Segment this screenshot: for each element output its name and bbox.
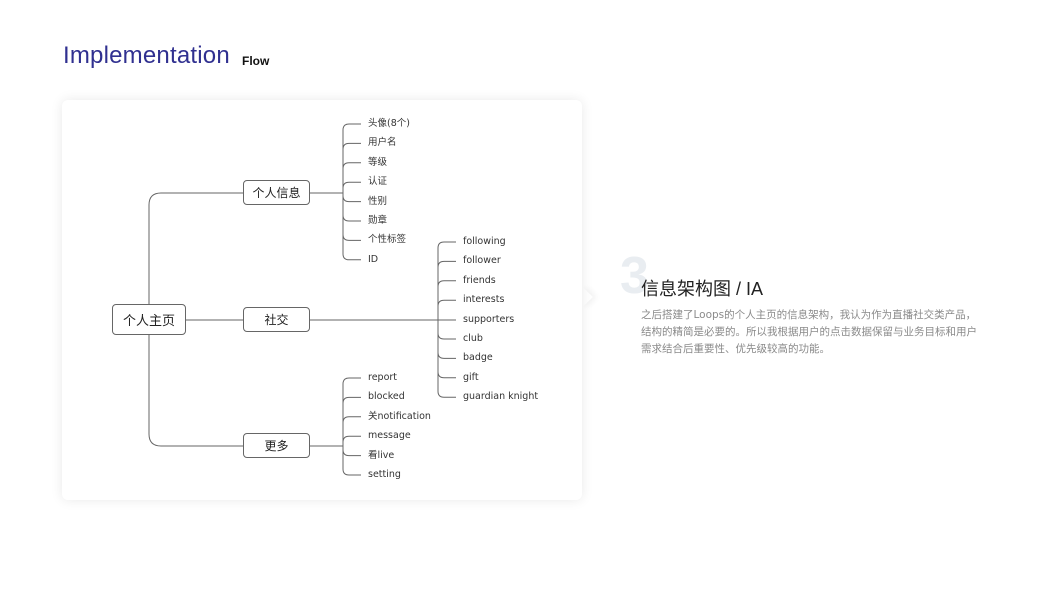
leaf-node: 个性标签: [368, 234, 407, 246]
leaf-node: friends: [463, 274, 496, 286]
connector-leaf: [437, 320, 456, 398]
connector-leaf: [342, 377, 361, 446]
root-node: 个人主页: [112, 304, 186, 335]
connector-root-more: [148, 335, 243, 447]
connector-leaf: [437, 241, 456, 320]
leaf-node: club: [463, 333, 483, 344]
connector-root-profile: [148, 192, 243, 304]
connector-leaf: [342, 396, 361, 446]
leaf-node: 用户名: [368, 137, 397, 149]
branch-node-profile-info: 个人信息: [243, 180, 310, 205]
leaf-node: ID: [368, 253, 379, 265]
branch-node-more: 更多: [243, 433, 310, 458]
connector-leaf: [437, 320, 456, 340]
connector-leaf: [342, 181, 361, 193]
connector-leaf: [437, 280, 456, 320]
section-title: 信息架构图 / IA: [641, 279, 764, 299]
connector-leaf: [342, 193, 361, 241]
leaf-node: guardian knight: [463, 391, 539, 403]
page-subtitle: Flow: [242, 54, 270, 68]
connector-leaf: [437, 299, 456, 320]
leaf-node: interests: [463, 294, 505, 306]
leaf-node: blocked: [368, 391, 405, 403]
leaf-node: 看live: [368, 449, 395, 461]
page-title: Implementation: [63, 42, 230, 69]
leaf-node: following: [463, 236, 506, 247]
connector-leaf: [342, 193, 361, 222]
connector-leaf: [342, 435, 361, 446]
leaf-node: 关notification: [368, 410, 431, 422]
leaf-node: report: [368, 372, 398, 383]
leaf-node: 性别: [368, 195, 388, 207]
connector-leaf: [342, 446, 361, 476]
connector-leaf: [342, 123, 361, 193]
leaf-node: 等级: [368, 156, 388, 168]
connector-leaf: [342, 162, 361, 193]
leaf-node: message: [368, 430, 411, 442]
section-description: 之后搭建了Loops的个人主页的信息架构，我认为作为直播社交类产品，结构的精简是…: [641, 309, 977, 355]
connector-leaf: [342, 416, 361, 446]
leaf-node: 头像(8个): [368, 118, 410, 129]
leaf-node: follower: [463, 255, 501, 267]
leaf-node: badge: [463, 352, 493, 364]
connector-leaf: [342, 142, 361, 193]
connector-leaf: [437, 260, 456, 320]
connector-leaf: [342, 193, 361, 261]
section-number: 3: [620, 247, 649, 305]
connector-leaf: [342, 446, 361, 457]
connector-leaf: [437, 320, 456, 379]
leaf-node: gift: [463, 371, 479, 383]
leaf-node: setting: [368, 469, 401, 480]
leaf-node: 认证: [368, 176, 388, 188]
branch-node-social: 社交: [243, 307, 310, 332]
leaf-node: supporters: [463, 313, 515, 325]
connector-leaf: [342, 193, 361, 203]
leaf-node: 勋章: [368, 215, 388, 226]
